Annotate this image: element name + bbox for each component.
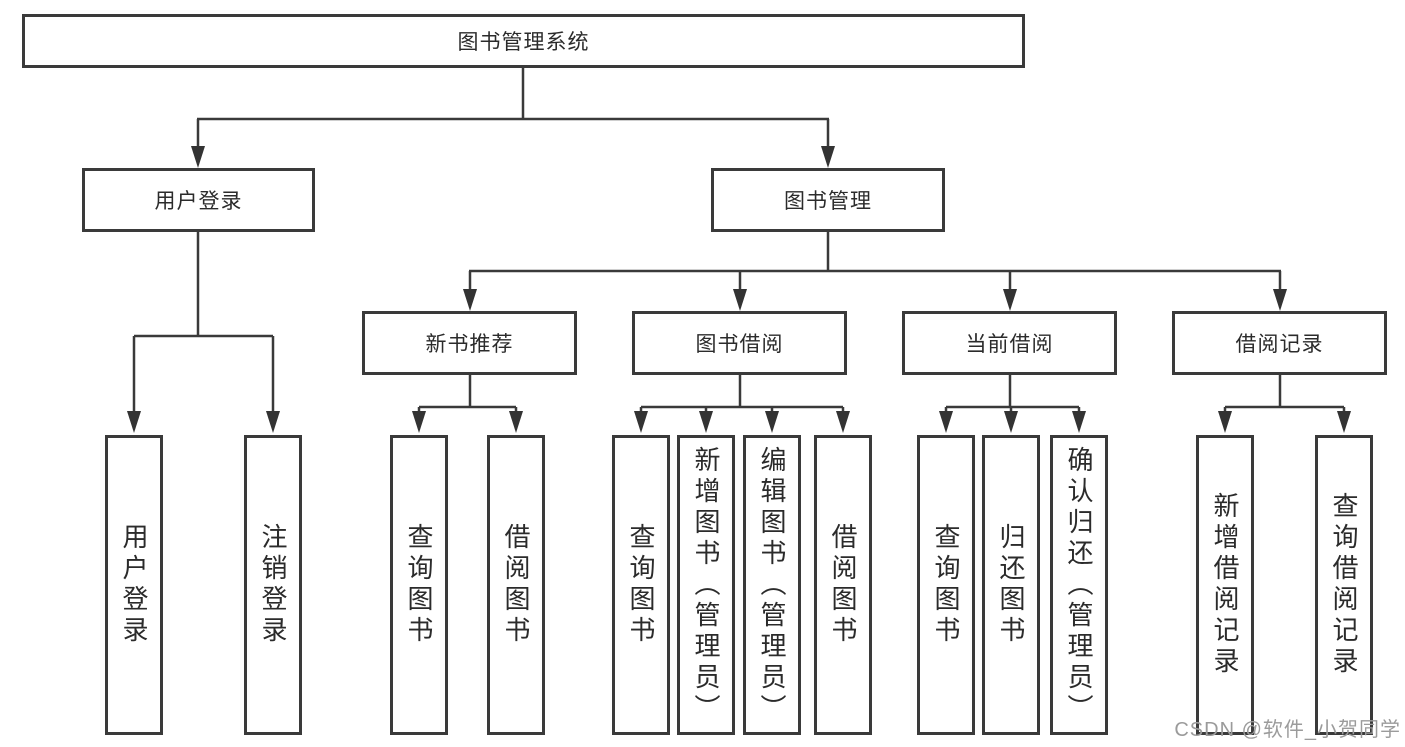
node-borrow-records: 借阅记录 [1172,311,1387,375]
node-nbr-query-books: 查询图书 [390,435,448,735]
node-book-borrow: 图书借阅 [632,311,847,375]
node-bb-add-books-admin: 新增图书（管理员） [677,435,735,735]
node-root: 图书管理系统 [22,14,1025,68]
node-logout: 注销登录 [244,435,302,735]
node-login-label: 用户登录 [119,523,149,647]
node-cb-return-books: 归还图书 [982,435,1040,735]
node-user-login: 用户登录 [82,168,315,232]
node-new-book-recommend: 新书推荐 [362,311,577,375]
node-br-add-record: 新增借阅记录 [1196,435,1254,735]
node-bb-query-books-label: 查询图书 [626,523,656,647]
node-cb-query-books: 查询图书 [917,435,975,735]
node-cb-query-books-label: 查询图书 [931,523,961,647]
node-bb-edit-books-admin-label: 编辑图书（管理员） [757,445,787,725]
node-bb-query-books: 查询图书 [612,435,670,735]
csdn-watermark: CSDN @软件_小贺同学 [1174,719,1401,741]
node-login: 用户登录 [105,435,163,735]
node-book-management: 图书管理 [711,168,945,232]
connector-arrowheads [127,146,1351,433]
node-cb-confirm-return-admin-label: 确认归还（管理员） [1064,445,1094,725]
node-cb-return-books-label: 归还图书 [996,523,1026,647]
node-br-add-record-label: 新增借阅记录 [1210,492,1240,678]
node-nbr-borrow-books: 借阅图书 [487,435,545,735]
node-cb-confirm-return-admin: 确认归还（管理员） [1050,435,1108,735]
node-bb-borrow-books-label: 借阅图书 [828,523,858,647]
node-bb-add-books-admin-label: 新增图书（管理员） [691,445,721,725]
node-br-query-record: 查询借阅记录 [1315,435,1373,735]
node-current-borrow: 当前借阅 [902,311,1117,375]
node-logout-label: 注销登录 [258,523,288,647]
node-nbr-borrow-books-label: 借阅图书 [501,523,531,647]
node-bb-edit-books-admin: 编辑图书（管理员） [743,435,801,735]
node-nbr-query-books-label: 查询图书 [404,523,434,647]
node-br-query-record-label: 查询借阅记录 [1329,492,1359,678]
node-bb-borrow-books: 借阅图书 [814,435,872,735]
